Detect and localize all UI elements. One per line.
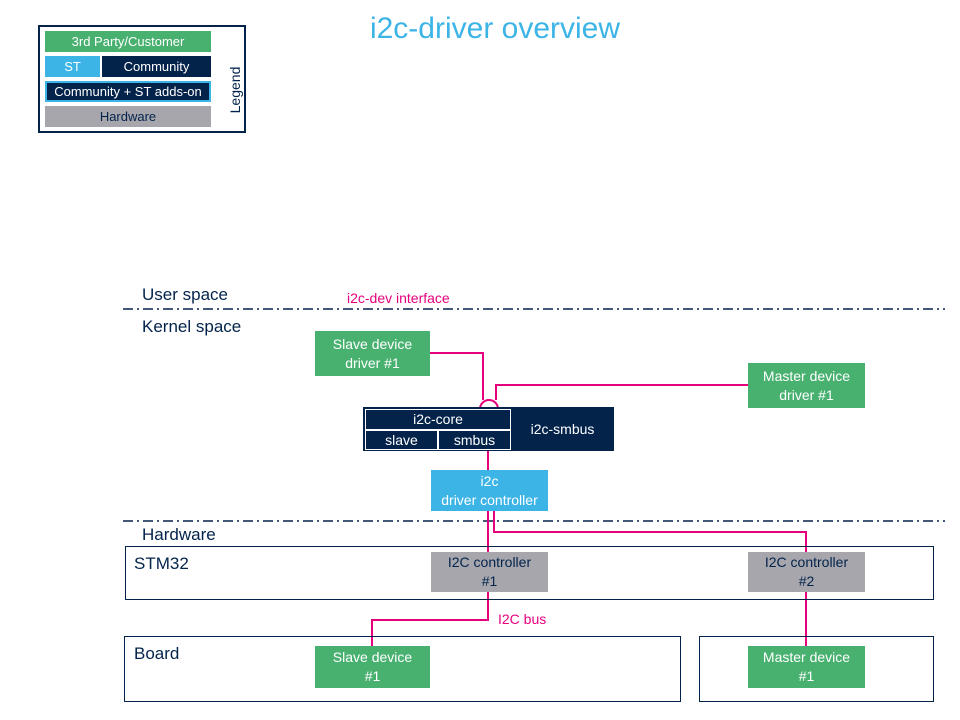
ctrl1-line1: I2C controller <box>447 554 532 570</box>
master-driver-line1: Master device <box>762 367 851 384</box>
kernel-space-label: Kernel space <box>142 317 242 336</box>
slave-driver-line2: driver #1 <box>345 354 400 371</box>
legend-label: Legend <box>227 66 243 114</box>
legend-st: ST <box>45 56 100 77</box>
hardware-label: Hardware <box>142 525 216 544</box>
user-space-label: User space <box>142 285 228 304</box>
master-device-box: Master device #1 <box>748 646 865 688</box>
i2c-bus-label: I2C bus <box>498 611 547 627</box>
legend-hardware: Hardware <box>45 106 211 127</box>
master-driver-line2: driver #1 <box>779 386 834 403</box>
slave-driver-link <box>430 352 484 400</box>
legend-community: Community <box>102 56 211 77</box>
i2c-controller-2-box: I2C controller #2 <box>748 552 865 592</box>
i2c-driver-controller-box: i2c driver controller <box>431 470 548 511</box>
ctrl1-line2: #1 <box>481 573 498 589</box>
slave-device-line2: #1 <box>364 668 381 684</box>
slave-device-driver-box: Slave device driver #1 <box>315 331 430 376</box>
legend-third-party: 3rd Party/Customer <box>45 31 211 52</box>
board-label: Board <box>134 644 180 663</box>
i2c-core-slave-cell: slave <box>365 430 438 450</box>
stm32-frame <box>125 546 934 600</box>
board-frame-left <box>124 636 681 702</box>
driver-controller-line1: i2c <box>480 472 499 489</box>
master-device-line1: Master device <box>762 649 851 665</box>
master-device-driver-box: Master device driver #1 <box>748 363 865 408</box>
driver-controller-line2: driver controller <box>441 491 538 508</box>
driver-to-ctrl2-link <box>493 511 807 552</box>
i2c-core-smbus-cell: smbus <box>438 430 511 450</box>
ctrl2-line1: I2C controller <box>764 554 849 570</box>
ctrl2-line2: #2 <box>798 573 815 589</box>
diagram-title: i2c-driver overview <box>369 12 621 45</box>
slave-device-line1: Slave device <box>332 649 413 665</box>
master-driver-link <box>495 384 748 400</box>
stm32-label: STM32 <box>134 554 189 573</box>
slave-driver-line1: Slave device <box>332 335 413 352</box>
i2c-dev-interface-label: i2c-dev interface <box>347 290 450 306</box>
i2c-core-cell: i2c-core <box>365 409 511 430</box>
i2c-bus-slave-link <box>371 592 489 646</box>
slave-device-box: Slave device #1 <box>315 646 430 688</box>
board-frame-right <box>699 636 934 702</box>
legend-community-st: Community + ST adds-on <box>45 81 211 102</box>
i2c-controller-1-box: I2C controller #1 <box>431 552 548 592</box>
master-device-line2: #1 <box>798 668 815 684</box>
i2c-smbus-cell: i2c-smbus <box>512 409 613 450</box>
